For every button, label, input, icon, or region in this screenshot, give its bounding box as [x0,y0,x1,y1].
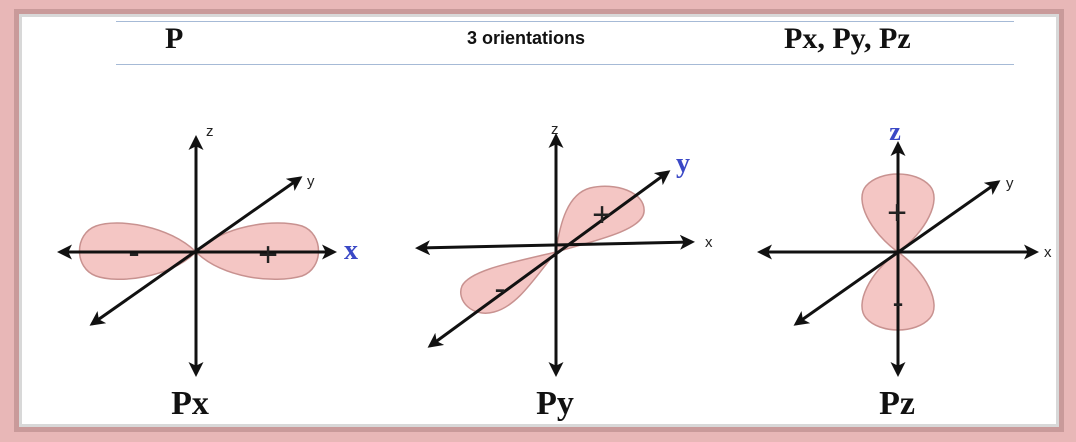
pz-z-label: z [889,117,901,146]
py-diagram: + - z y x Py [418,121,713,422]
px-negative-sign: - [128,234,139,272]
py-x-label: x [705,234,713,251]
pz-diagram: + - z y x Pz [760,117,1052,422]
pz-x-label: x [1044,244,1052,261]
py-title: Py [536,385,574,422]
pz-title: Pz [879,385,915,422]
py-negative-sign: - [494,270,505,308]
px-y-label: y [307,173,315,190]
px-x-label: x [344,235,358,266]
px-diagram: + - z y x Px [60,123,358,422]
px-title: Px [171,385,209,422]
py-z-label: z [551,121,559,138]
py-positive-sign: + [592,196,612,234]
px-positive-sign: + [258,236,278,274]
py-y-label: y [676,148,690,179]
pz-negative-sign: - [892,284,903,322]
py-y-axis [430,172,668,346]
px-z-label: z [206,123,214,140]
py-negative-lobe [461,252,556,313]
pz-positive-sign: + [887,194,907,232]
pz-y-label: y [1006,175,1014,192]
